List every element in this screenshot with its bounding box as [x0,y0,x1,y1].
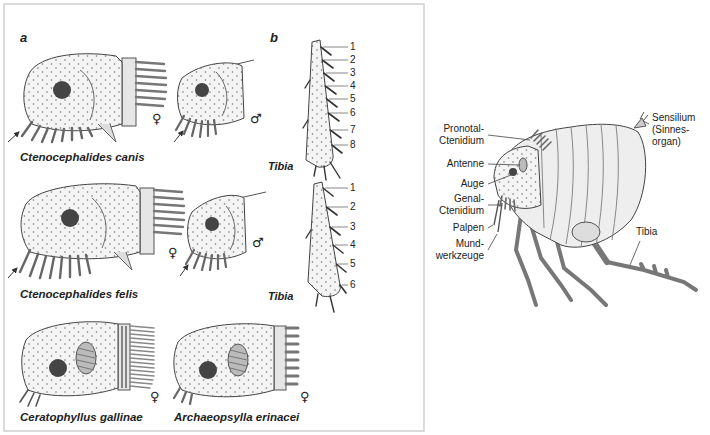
sex-symbol: ♂ [250,112,262,126]
callout-number: 8 [350,139,356,151]
sex-symbol: ♀ [300,390,310,404]
part-label: Pronotal- Ctenidium [428,123,484,147]
callout-number: 4 [350,239,356,251]
part-label: Sensilium (Sinnes- organ) [652,112,704,148]
head-erinacei [174,324,298,404]
head-felis-male [186,192,266,270]
sex-symbol: ♀ [168,246,178,260]
callout-number: 3 [350,221,356,233]
sex-symbol: ♂ [252,236,264,250]
part-label: Tibia [268,290,293,303]
callout-number: 5 [350,258,356,270]
callout-number: 6 [350,279,356,291]
callout-number: 6 [350,107,356,119]
species-name: Ceratophyllus gallinae [20,410,143,424]
species-name: Archaeopsylla erinacei [174,410,299,424]
species-name: Ctenocephalides felis [20,287,138,301]
part-label: Tibia [268,160,293,173]
tibia-felis [306,182,348,312]
pointer-arrow [180,265,188,276]
leader-line [488,121,649,265]
sex-symbol: ♀ [152,112,162,126]
pointer-arrow [8,132,19,142]
panel-letter: b [270,30,278,45]
pointer-arrow [174,131,183,142]
panel-frame [4,4,424,431]
species-name: Ctenocephalides canis [20,150,145,164]
callout-number: 1 [350,41,356,53]
part-label: Mund- werkzeuge [428,238,484,262]
head-canis-female [22,54,166,142]
sex-symbol: ♀ [150,390,160,404]
part-label: Auge [428,178,484,190]
head-canis-male [176,60,254,137]
callout-number: 2 [350,54,356,66]
part-label: Tibia [636,226,657,238]
callout-number: 5 [350,93,356,105]
pointer-arrow [8,268,17,278]
head-gallinae [20,322,154,406]
part-label: Genal- Ctenidium [428,193,484,217]
callout-number: 2 [350,201,356,213]
part-label: Palpen [428,222,484,234]
callout-number: 3 [350,67,356,79]
head-felis-female [20,184,184,278]
callout-number: 4 [350,80,356,92]
tibia-canis [303,40,348,180]
callout-number: 1 [350,182,356,194]
part-label: Antenne [428,158,484,170]
callout-number: 7 [350,124,356,136]
panel-letter: a [20,30,27,45]
